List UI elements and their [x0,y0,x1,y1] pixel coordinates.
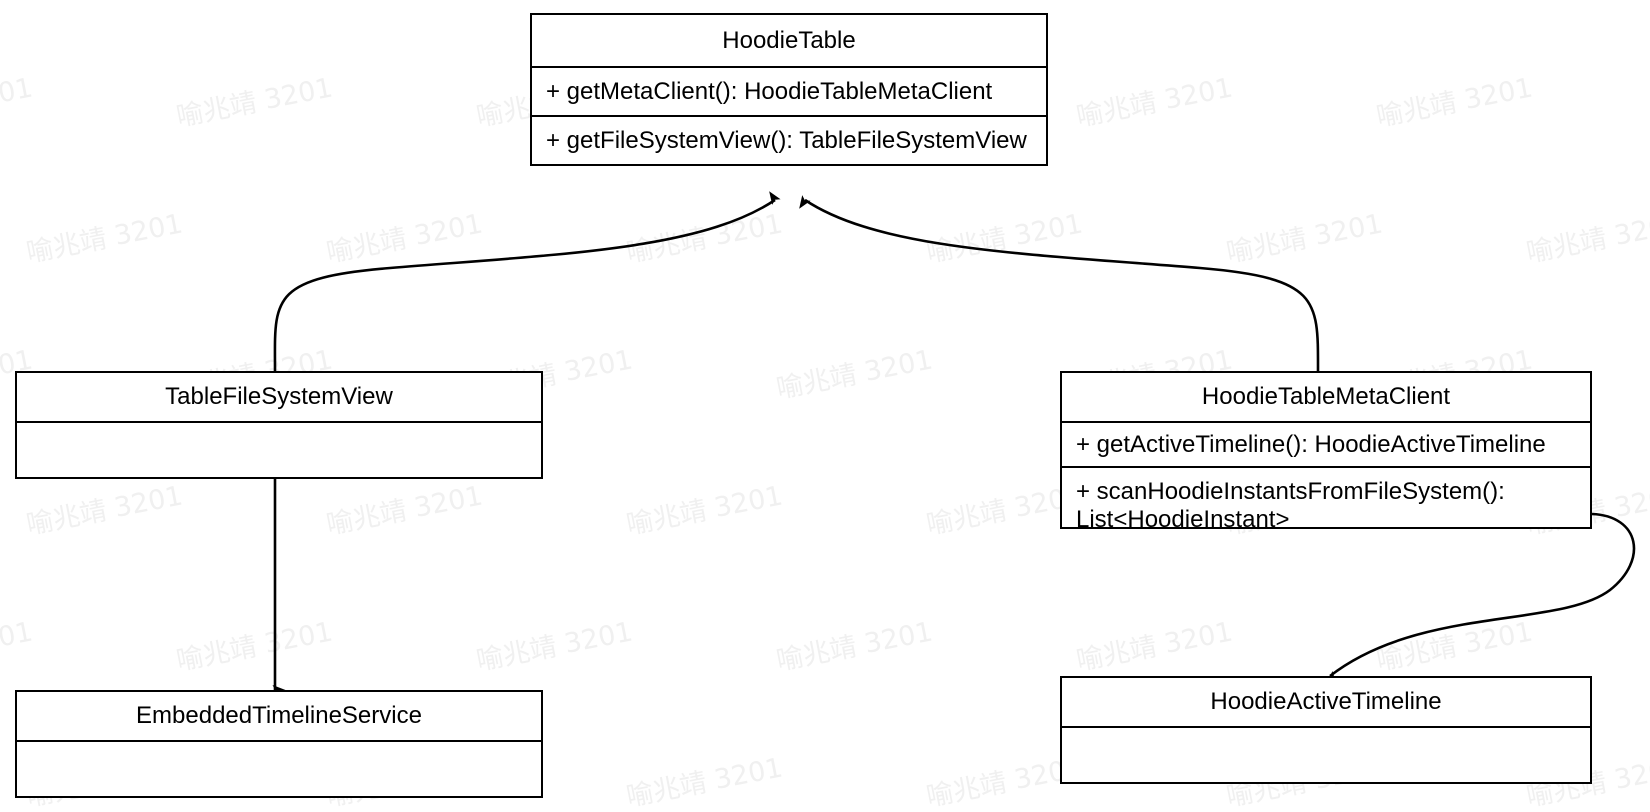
class-title-table-file-system-view: TableFileSystemView [165,383,393,410]
edge-htmc-to-hat [1324,512,1636,685]
watermark-text: 喻兆靖 3201 [23,208,186,270]
watermark-text: 喻兆靖 3201 [773,616,936,678]
watermark-text: 喻兆靖 3201 [173,72,336,134]
class-title-embedded-timeline-service: EmbeddedTimelineService [136,702,422,729]
watermark-text: 喻兆靖 3201 [623,480,786,542]
class-box-embedded-timeline-service[interactable]: EmbeddedTimelineService [15,690,543,798]
edge-tfsv-to-hoodietable [273,191,781,372]
class-box-table-file-system-view[interactable]: TableFileSystemView [15,371,543,479]
class-box-hoodie-table[interactable]: HoodieTable + getMetaClient(): HoodieTab… [530,13,1048,166]
watermark-text: 喻兆靖 3201 [323,480,486,542]
watermark-text: 喻兆靖 3201 [473,616,636,678]
class-box-hoodie-active-timeline[interactable]: HoodieActiveTimeline [1060,676,1592,784]
class-title-hoodie-table-meta-client: HoodieTableMetaClient [1201,383,1451,410]
watermark-text: 喻兆靖 3201 [623,752,786,812]
class-member-hoodie-active-timeline-0 [1062,726,1590,781]
watermark-text: 喻兆靖 3201 [1373,616,1536,678]
class-member-hoodie-table-meta-client-0: + getActiveTimeline(): HoodieActiveTimel… [1062,421,1590,466]
class-member-hoodie-table-meta-client-1: + scanHoodieInstantsFromFileSystem(): Li… [1062,466,1590,533]
watermark-text: 喻兆靖 3201 [323,208,486,270]
class-member-embedded-timeline-service-0 [17,740,541,795]
watermark-text: 喻兆靖 3201 [1073,72,1236,134]
class-member-table-file-system-view-0 [17,421,541,476]
watermark-text: 喻兆靖 3201 [1223,208,1386,270]
class-member-hoodie-table-1: + getFileSystemView(): TableFileSystemVi… [532,115,1046,164]
class-title-hoodie-table: HoodieTable [722,26,856,54]
watermark-text: 喻兆靖 3201 [173,616,336,678]
edge-htmc-to-hoodietable [799,195,1320,372]
class-member-hoodie-table-0: + getMetaClient(): HoodieTableMetaClient [532,66,1046,115]
watermark-text: 喻兆靖 3201 [1373,72,1536,134]
watermark-text: 喻兆靖 3201 [623,208,786,270]
watermark-text: 喻兆靖 3201 [923,208,1086,270]
watermark-text: 喻兆靖 3201 [1523,208,1650,270]
watermark-text: 喻兆靖 3201 [773,344,936,406]
watermark-text: 喻兆靖 3201 [1073,616,1236,678]
watermark-text: 喻兆靖 3201 [0,616,36,677]
class-box-hoodie-table-meta-client[interactable]: HoodieTableMetaClient + getActiveTimelin… [1060,371,1592,533]
watermark-text: 喻兆靖 3201 [23,480,186,542]
class-title-hoodie-active-timeline: HoodieActiveTimeline [1210,688,1442,715]
watermark-text: 喻兆靖 3201 [0,72,36,133]
